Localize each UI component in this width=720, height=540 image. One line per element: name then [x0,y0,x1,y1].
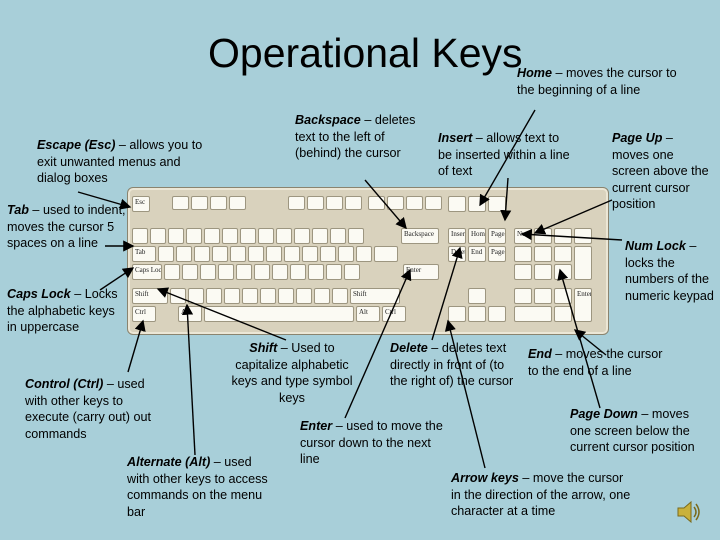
arrow-backspace [365,180,406,228]
arrow-shift [158,289,286,340]
arrow-capslock [100,268,133,290]
arrow-numlock [522,234,622,240]
speaker-icon[interactable] [676,500,702,524]
arrow-pageup [535,200,612,233]
arrow-enter [345,270,410,418]
arrow-alt [187,305,195,455]
arrow-arrowkeys [448,321,485,468]
arrow-control [128,321,143,372]
arrow-insert [505,178,508,220]
arrow-escape [78,192,130,207]
arrow-end [575,330,606,355]
arrow-delete [432,248,460,340]
arrow-pagedown [560,270,600,408]
